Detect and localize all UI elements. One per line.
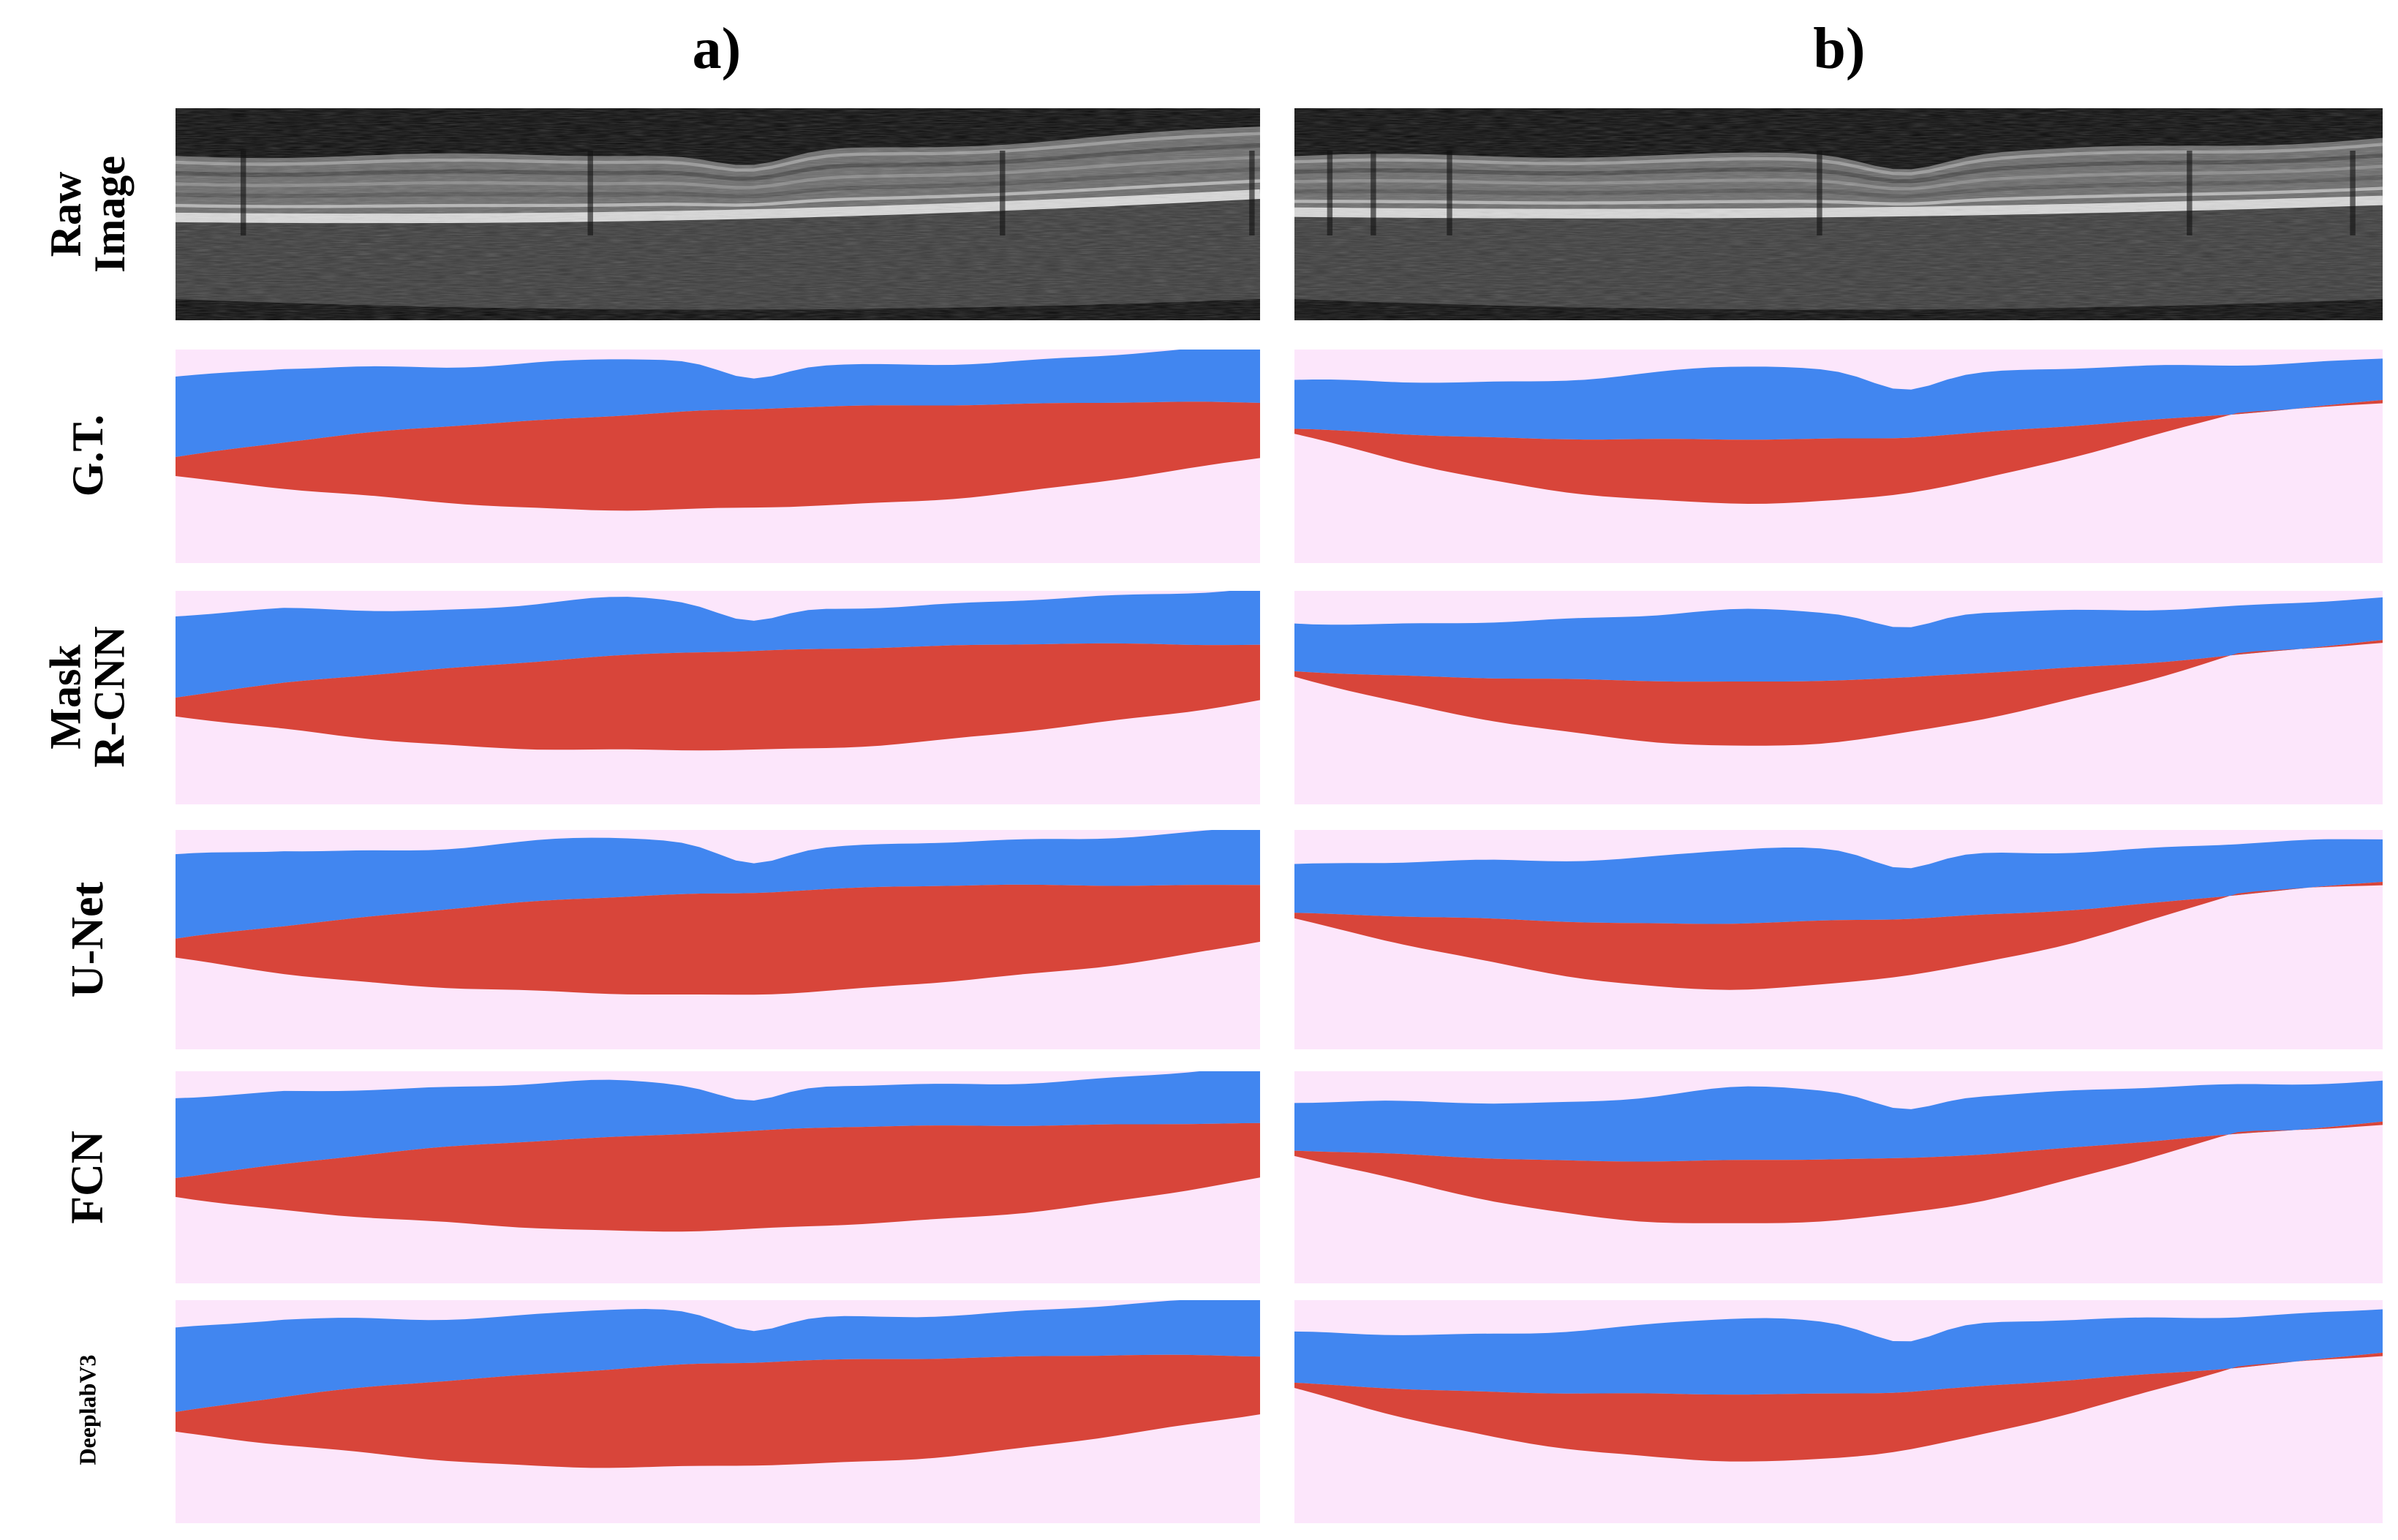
- upper-retinal-layer: [176, 1300, 1260, 1412]
- row-label-line: DeeplabV3: [74, 1354, 101, 1465]
- lower-retinal-layer: [1294, 400, 2383, 504]
- row-label-raw-image: Raw Image: [15, 108, 161, 320]
- lower-retinal-layer: [176, 1354, 1260, 1468]
- lower-retinal-layer: [176, 1122, 1260, 1232]
- upper-retinal-layer: [176, 350, 1260, 458]
- upper-retinal-layer: [1294, 358, 2383, 440]
- panel-graphic: [1294, 1071, 2383, 1283]
- panel-graphic: [1294, 830, 2383, 1049]
- segmentation-panel-r5-c1: [1294, 1300, 2383, 1523]
- lower-retinal-layer: [176, 643, 1260, 751]
- upper-retinal-layer: [176, 1071, 1260, 1179]
- lower-retinal-layer: [176, 401, 1260, 511]
- segmentation-panel-r4-c1: [1294, 1071, 2383, 1283]
- lower-retinal-layer: [176, 884, 1260, 995]
- row-label-line: Mask: [42, 644, 90, 750]
- segmentation-panel-r3-c1: [1294, 830, 2383, 1049]
- raw-vessel-shadow: [1249, 151, 1255, 235]
- column-title-a: a): [692, 17, 742, 81]
- panel-graphic: [176, 830, 1260, 1049]
- segmentation-panel-r1-c1: [1294, 350, 2383, 563]
- segmentation-panel-r4-c0: [176, 1071, 1260, 1283]
- segmentation-panel-r1-c0: [176, 350, 1260, 563]
- upper-retinal-layer: [176, 591, 1260, 698]
- panel-graphic: [1294, 350, 2383, 563]
- panel-graphic: [176, 1071, 1260, 1283]
- row-label-unet: U-Net: [15, 830, 161, 1049]
- panel-graphic: [1294, 108, 2383, 320]
- panel-graphic: [176, 108, 1260, 320]
- row-label-gt: G.T.: [15, 350, 161, 562]
- upper-retinal-layer: [176, 830, 1260, 939]
- segmentation-panel-r2-c1: [1294, 591, 2383, 804]
- raw-speckle-noise: [176, 108, 1260, 320]
- upper-retinal-layer: [1294, 839, 2383, 924]
- row-label-line: R-CNN: [86, 626, 134, 768]
- panel-graphic: [176, 1300, 1260, 1523]
- raw-image-panel-r0-c1: [1294, 108, 2383, 320]
- segmentation-panel-r5-c0: [176, 1300, 1260, 1523]
- lower-retinal-layer: [1294, 640, 2383, 746]
- raw-vessel-shadow: [2350, 151, 2356, 235]
- raw-speckle-noise: [1294, 108, 2383, 320]
- raw-vessel-shadow: [1327, 151, 1333, 235]
- raw-vessel-shadow: [240, 151, 246, 235]
- lower-retinal-layer: [1294, 1352, 2383, 1462]
- row-label-line: U-Net: [63, 881, 113, 998]
- raw-vessel-shadow: [1370, 151, 1376, 235]
- raw-vessel-shadow: [2187, 151, 2192, 235]
- raw-vessel-shadow: [1817, 151, 1822, 235]
- panel-graphic: [1294, 591, 2383, 804]
- row-label-deeplabv3: DeeplabV3: [15, 1300, 161, 1520]
- row-label-line: G.T.: [64, 414, 112, 497]
- raw-vessel-shadow: [1447, 151, 1452, 235]
- upper-retinal-layer: [1294, 1309, 2383, 1395]
- lower-retinal-layer: [1294, 1121, 2383, 1223]
- panel-graphic: [1294, 1300, 2383, 1523]
- upper-retinal-layer: [1294, 1080, 2383, 1162]
- column-title-b: b): [1813, 17, 1866, 81]
- row-label-line: Image: [86, 156, 134, 273]
- raw-image-panel-r0-c0: [176, 108, 1260, 320]
- raw-vessel-shadow: [587, 151, 593, 235]
- upper-retinal-layer: [1294, 597, 2383, 682]
- lower-retinal-layer: [1294, 881, 2383, 990]
- raw-vessel-shadow: [1000, 151, 1006, 235]
- panel-graphic: [176, 350, 1260, 563]
- panel-graphic: [176, 591, 1260, 804]
- row-label-fcn: FCN: [15, 1071, 161, 1283]
- row-label-line: Raw: [42, 171, 90, 257]
- row-label-mask-rcnn: Mask R-CNN: [15, 591, 161, 803]
- segmentation-panel-r3-c0: [176, 830, 1260, 1049]
- row-label-line: FCN: [62, 1131, 113, 1224]
- segmentation-panel-r2-c0: [176, 591, 1260, 804]
